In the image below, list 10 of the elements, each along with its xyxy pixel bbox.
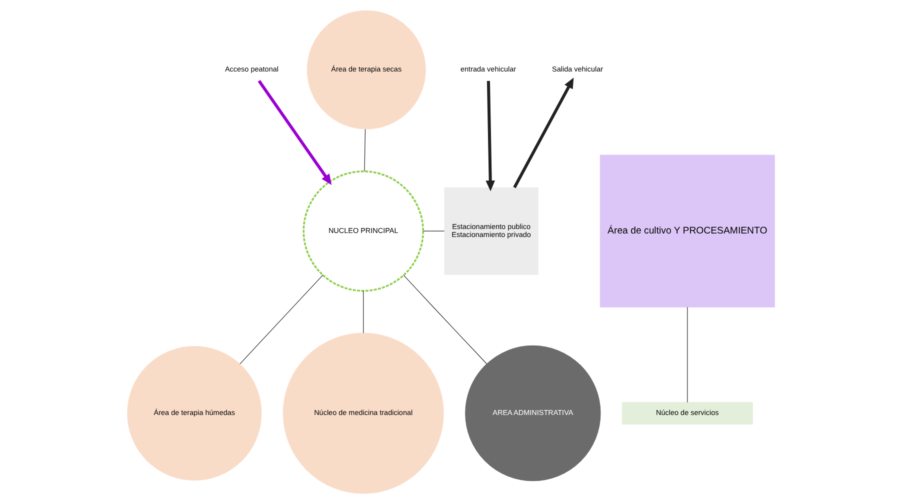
connector	[402, 274, 487, 364]
arrow	[485, 80, 495, 192]
connector	[686, 306, 688, 403]
connector	[422, 230, 444, 232]
connector	[362, 290, 364, 334]
node-box: Área de cultivo Y PROCESAMIENTO	[599, 154, 774, 308]
arrow	[512, 78, 574, 188]
connector	[364, 128, 366, 172]
connector	[239, 274, 323, 364]
arrow	[257, 80, 332, 185]
